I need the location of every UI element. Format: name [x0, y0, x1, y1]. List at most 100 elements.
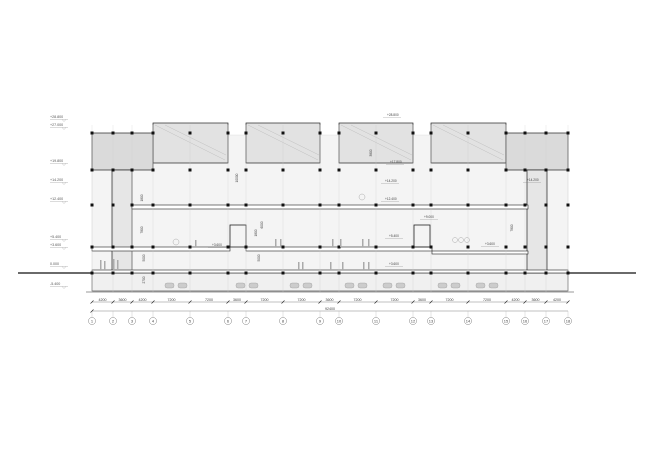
vertical-dimension: 2700 — [142, 276, 146, 283]
column-node — [504, 271, 508, 275]
vertical-dimension: 5000 — [142, 254, 146, 261]
elevation-annotation: +12.400 — [385, 197, 397, 201]
axis-bubble — [279, 317, 287, 325]
axis-label: 1 — [91, 318, 94, 323]
level-triangle-icon — [61, 127, 67, 130]
span-dimension: 3600 — [418, 298, 426, 302]
level-markers: +28.800+27.000+19.800+14.200+12.400+5.40… — [50, 115, 68, 289]
column-node — [318, 245, 322, 249]
level-triangle-icon — [61, 119, 67, 122]
column-node — [111, 245, 115, 249]
column-node — [281, 203, 285, 207]
column-node — [411, 203, 415, 207]
column-node — [188, 168, 192, 172]
axis-label: 9 — [319, 318, 322, 323]
column-node — [226, 203, 230, 207]
column-node — [411, 245, 415, 249]
column-node — [544, 271, 548, 275]
column-node — [544, 203, 548, 207]
column-node — [318, 131, 322, 135]
axis-label: 18 — [566, 318, 571, 323]
axis-label: 4 — [152, 318, 155, 323]
elevation-annotation: +5.400 — [389, 234, 399, 238]
axis-bubble — [464, 317, 472, 325]
level-triangle-icon — [61, 201, 67, 204]
axis-label: 16 — [523, 318, 528, 323]
interior-annotations: +28.800+17.800+14.200+12.400+9.000+5.400… — [208, 113, 541, 267]
column-node — [566, 271, 570, 275]
column-node — [374, 245, 378, 249]
column-node — [523, 131, 527, 135]
column-node — [188, 271, 192, 275]
level-label: +12.400 — [50, 197, 63, 201]
level-triangle-icon — [61, 163, 67, 166]
column-node — [151, 168, 155, 172]
column-node — [374, 203, 378, 207]
span-dimension: 3600 — [233, 298, 241, 302]
trees — [172, 193, 470, 246]
axis-bubble — [427, 317, 435, 325]
column-node — [337, 245, 341, 249]
axis-label: 17 — [544, 318, 549, 323]
span-dimension: 4200 — [99, 298, 107, 302]
column-node — [318, 203, 322, 207]
column-node — [111, 203, 115, 207]
dim-tick — [429, 300, 433, 304]
span-dimension: 3600 — [532, 298, 540, 302]
column-node — [90, 131, 94, 135]
dimension-chain: 1420023600342004720057200636007720087200… — [88, 298, 572, 325]
elevation-annotation: +17.800 — [390, 160, 402, 164]
column-node — [544, 168, 548, 172]
dim-tick — [226, 300, 230, 304]
level-label: +28.800 — [50, 115, 63, 119]
axis-bubble — [109, 317, 117, 325]
level-label: +14.200 — [50, 178, 63, 182]
column-node — [244, 245, 248, 249]
column-node — [244, 203, 248, 207]
column-node — [130, 131, 134, 135]
dim-tick — [566, 300, 570, 304]
level-triangle-icon — [61, 286, 67, 289]
axis-bubble — [149, 317, 157, 325]
dim-tick — [188, 300, 192, 304]
axis-label: 14 — [466, 318, 471, 323]
roof-diagonals — [154, 124, 505, 161]
span-dimension: 7200 — [483, 298, 491, 302]
elevation-annotation: +14.200 — [385, 179, 397, 183]
basement-cars — [164, 282, 499, 289]
level-triangle-icon — [61, 247, 67, 250]
dim-tick — [281, 300, 285, 304]
column-node — [566, 203, 570, 207]
column-node — [130, 271, 134, 275]
level-label: +3.600 — [50, 243, 61, 247]
axis-bubble — [316, 317, 324, 325]
people-silhouettes — [100, 239, 370, 270]
column-node — [466, 131, 470, 135]
dim-tick — [111, 300, 115, 304]
span-dimension: 3600 — [326, 298, 334, 302]
column-node — [244, 271, 248, 275]
corner-towers — [91, 132, 569, 274]
column-node — [566, 168, 570, 172]
axis-bubble — [242, 317, 250, 325]
span-dimension: 7200 — [446, 298, 454, 302]
column-node — [111, 131, 115, 135]
elevation-annotation: +9.000 — [424, 215, 434, 219]
axis-label: 13 — [429, 318, 434, 323]
span-dimension: 7200 — [205, 298, 213, 302]
elevation-annotation: +14.200 — [527, 178, 539, 182]
column-node — [226, 131, 230, 135]
level-label: 0.000 — [50, 262, 59, 266]
column-node — [544, 245, 548, 249]
dim-tick — [523, 300, 527, 304]
column-node — [281, 168, 285, 172]
structural-columns — [90, 125, 570, 292]
span-dimension: 7200 — [354, 298, 362, 302]
column-node — [337, 271, 341, 275]
column-node — [151, 245, 155, 249]
column-node — [429, 131, 433, 135]
column-node — [90, 168, 94, 172]
column-node — [244, 131, 248, 135]
